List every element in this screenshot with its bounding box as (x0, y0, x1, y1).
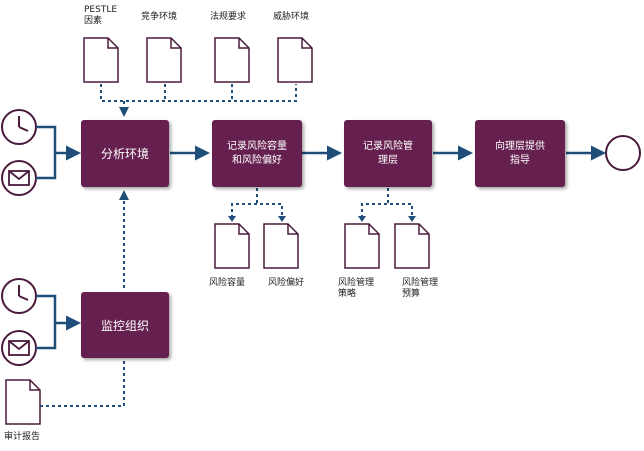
doc-label-pestle: PESTLE 因素 (84, 5, 118, 26)
doc-label-risk-appetite: 风险偏好 (268, 278, 305, 288)
doc-label-audit: 审计报告 (4, 432, 41, 442)
analyze-environment-box[interactable]: 分析环境 (81, 120, 169, 187)
doc-icon-risk-strategy (344, 223, 380, 269)
doc-icon-regulation (214, 37, 250, 83)
doc-label-threat: 威胁环境 (273, 12, 310, 22)
mail-icon (1, 160, 37, 196)
clock-icon (1, 278, 37, 314)
doc-icon-risk-capacity (214, 223, 250, 269)
record-risk-management-box[interactable]: 记录风险管 理层 (344, 120, 432, 187)
doc-label-regulation: 法规要求 (210, 12, 247, 22)
clock-icon (1, 109, 37, 145)
mail-icon (1, 330, 37, 366)
end-circle (605, 135, 641, 171)
monitor-organization-box[interactable]: 监控组织 (81, 292, 169, 358)
doc-icon-competition (146, 37, 182, 83)
provide-guidance-box[interactable]: 向理层提供 指导 (475, 120, 565, 187)
doc-icon-risk-budget (394, 223, 430, 269)
doc-icon-pestle (83, 37, 119, 83)
record-risk-capacity-box[interactable]: 记录风险容量 和风险偏好 (212, 120, 302, 187)
doc-label-risk-strategy: 风险管理 策略 (338, 278, 375, 299)
doc-icon-threat (277, 37, 313, 83)
doc-label-risk-capacity: 风险容量 (209, 278, 246, 288)
doc-label-competition: 竞争环境 (141, 12, 178, 22)
doc-icon-risk-appetite (263, 223, 299, 269)
doc-icon-audit (5, 379, 41, 425)
doc-label-risk-budget: 风险管理 预算 (402, 278, 439, 299)
